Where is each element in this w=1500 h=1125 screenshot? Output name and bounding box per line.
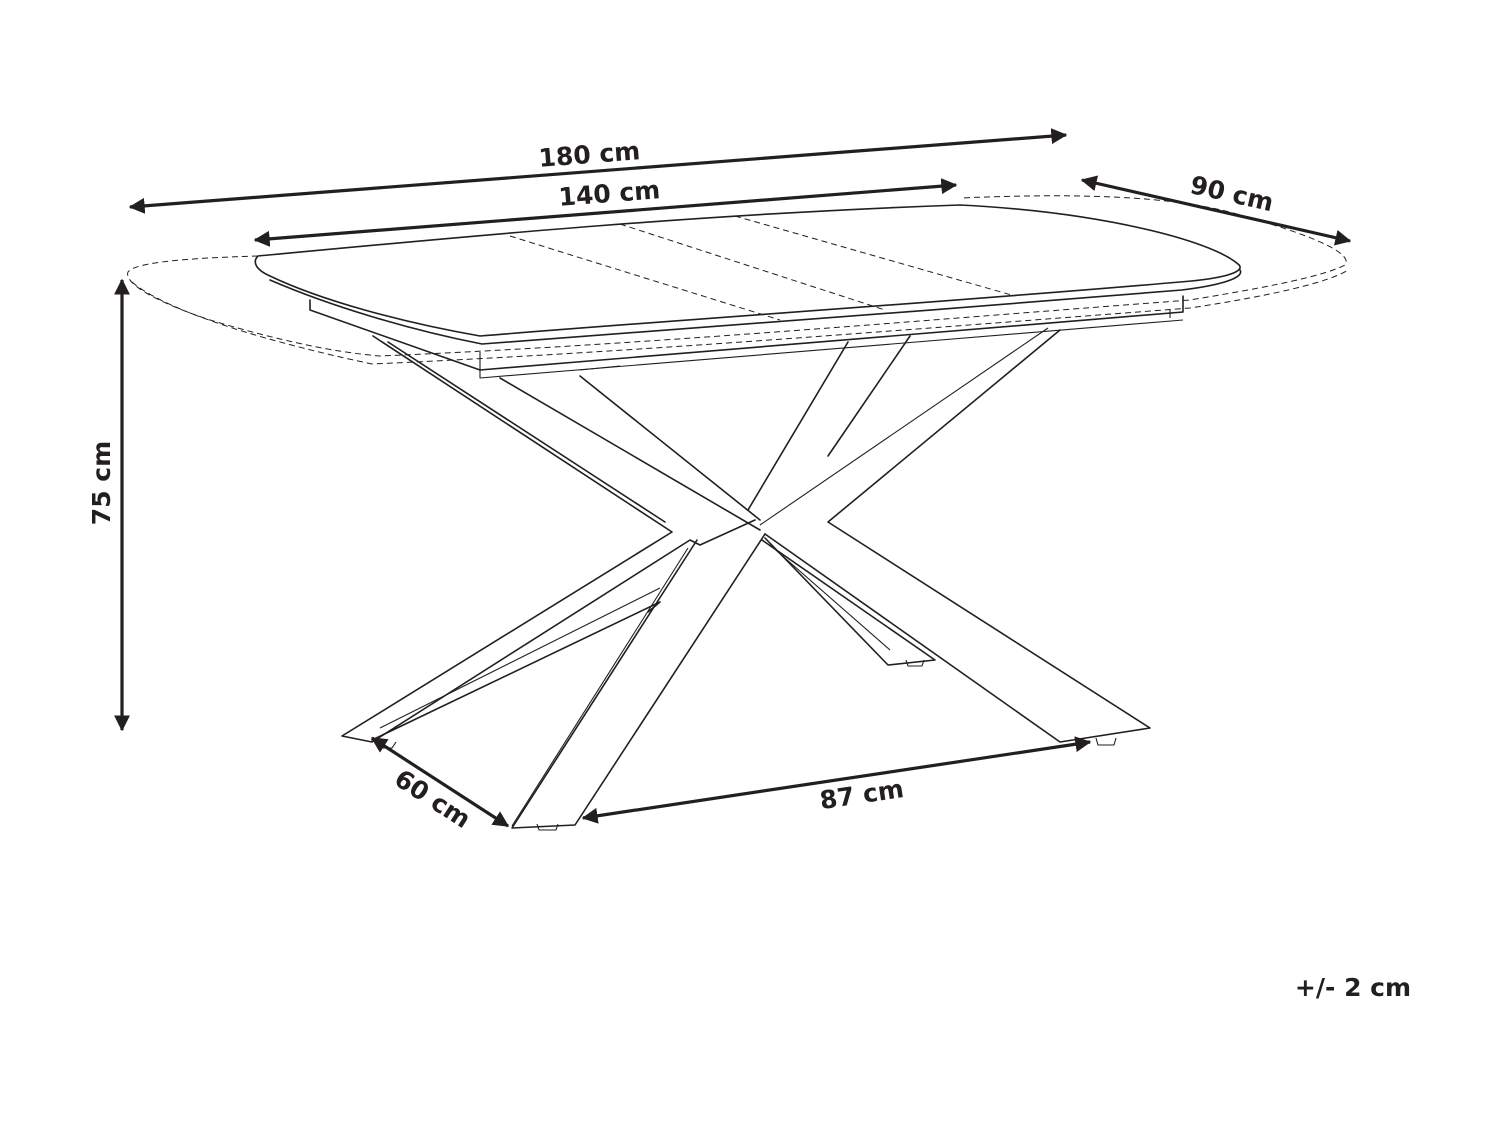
- tolerance-label: +/- 2 cm: [1295, 973, 1411, 1002]
- base-depth-label: 60 cm: [389, 764, 476, 834]
- table-length-arrow: [253, 178, 958, 247]
- extended-tabletop-outline: [127, 195, 1349, 365]
- depth-arrow: [1080, 175, 1352, 246]
- height-label: 75 cm: [87, 441, 116, 525]
- depth-label: 90 cm: [1188, 170, 1277, 217]
- tabletop: [254, 204, 1242, 345]
- table-apron: [309, 295, 1184, 379]
- dimension-lines: [114, 128, 1352, 828]
- table-legs: [341, 327, 1151, 831]
- table-length-label: 140 cm: [558, 175, 662, 212]
- base-length-arrow: [581, 736, 1092, 824]
- base-depth-arrow: [370, 736, 510, 828]
